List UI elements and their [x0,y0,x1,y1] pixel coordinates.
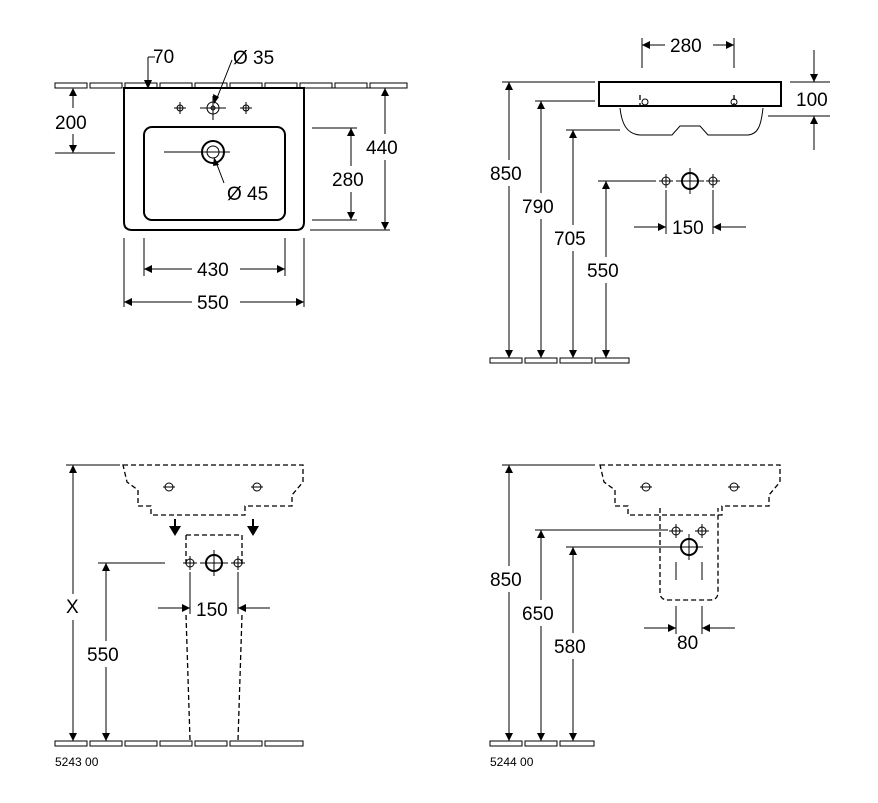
dim-x: X [66,597,79,618]
top-view: 70 Ø 35 200 440 280 Ø 45 [52,47,408,314]
floor-line [489,357,630,364]
dim-850-semi: 850 [490,570,522,591]
basin-outline [123,87,305,231]
dim-850: 850 [490,164,522,185]
side-view: 280 100 850 790 705 [488,36,830,364]
dim-waste: Ø 45 [227,184,268,205]
dim-580: 580 [554,637,586,658]
wall-line [54,82,408,89]
dim-430: 430 [197,260,229,281]
basin-side-outline [598,81,782,107]
pedestal-holes [183,550,245,576]
dim-holes-280: 280 [670,36,702,57]
connection-holes [659,168,720,194]
bowl-outline [143,126,286,221]
dim-705: 705 [554,229,586,250]
article-number: 5244 00 [490,755,534,769]
semi-pedestal-holes [669,524,709,560]
dim-550-pedestal: 550 [87,645,119,666]
dim-650: 650 [522,604,554,625]
dim-bowl-280: 280 [332,170,364,191]
dim-150-side: 150 [672,218,704,239]
dim-80: 80 [677,633,698,654]
floor-line [489,740,595,747]
tap-holes [174,96,252,120]
dim-150-pedestal: 150 [196,600,228,621]
dim-70: 70 [153,47,174,68]
dim-550: 550 [197,293,229,314]
dim-100: 100 [796,90,828,111]
dim-tap-hole: Ø 35 [233,48,274,69]
waste-outlet [164,140,230,164]
floor-line [54,740,304,747]
dim-200: 200 [55,113,87,134]
semi-pedestal-view: 850 650 580 80 5244 00 [488,464,781,769]
pedestal-view: X 550 150 5243 00 [54,464,304,769]
dim-790: 790 [522,197,554,218]
article-number: 5243 00 [55,755,99,769]
dim-550-side: 550 [587,261,619,282]
dim-440: 440 [366,138,398,159]
